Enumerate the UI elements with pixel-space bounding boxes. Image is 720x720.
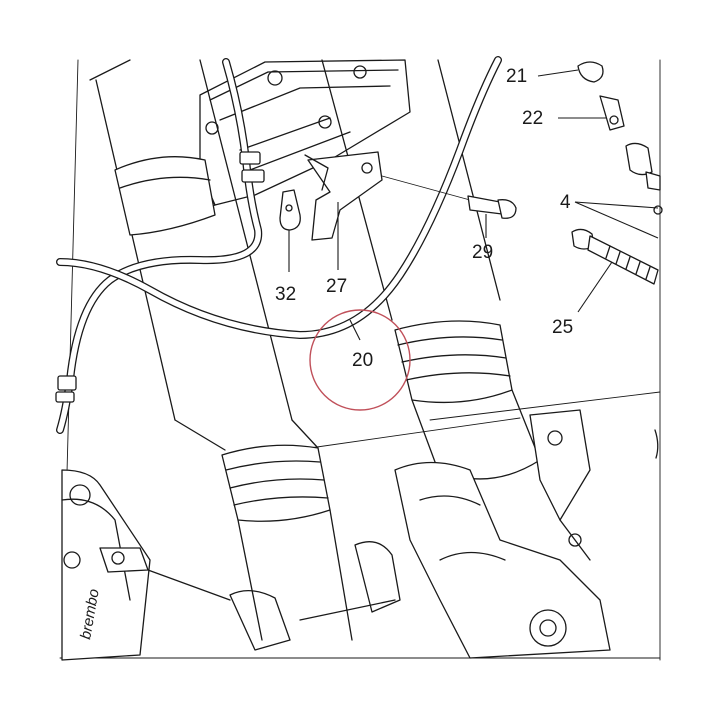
banjo-fittings <box>577 61 663 215</box>
callout-21: 21 <box>506 66 527 87</box>
callout-20: 20 <box>352 350 373 371</box>
callout-22: 22 <box>522 108 543 129</box>
highlight-circle <box>309 309 411 411</box>
hose-guide-bracket <box>304 151 383 241</box>
callout-32: 32 <box>275 284 296 305</box>
callout-27: 27 <box>326 276 347 297</box>
brake-caliper: brembo <box>61 469 231 661</box>
callout-29: 29 <box>472 242 493 263</box>
callout-25: 25 <box>552 317 573 338</box>
callout-labels: 21 22 4 29 32 27 25 20 <box>275 66 573 371</box>
screw-25 <box>571 228 659 285</box>
leader-lines <box>288 69 659 341</box>
callout-4: 4 <box>560 192 571 213</box>
fork-bottom <box>229 409 659 659</box>
bolt-29 <box>381 175 517 219</box>
left-fork-leg <box>89 59 353 641</box>
hose-clip <box>279 189 301 231</box>
